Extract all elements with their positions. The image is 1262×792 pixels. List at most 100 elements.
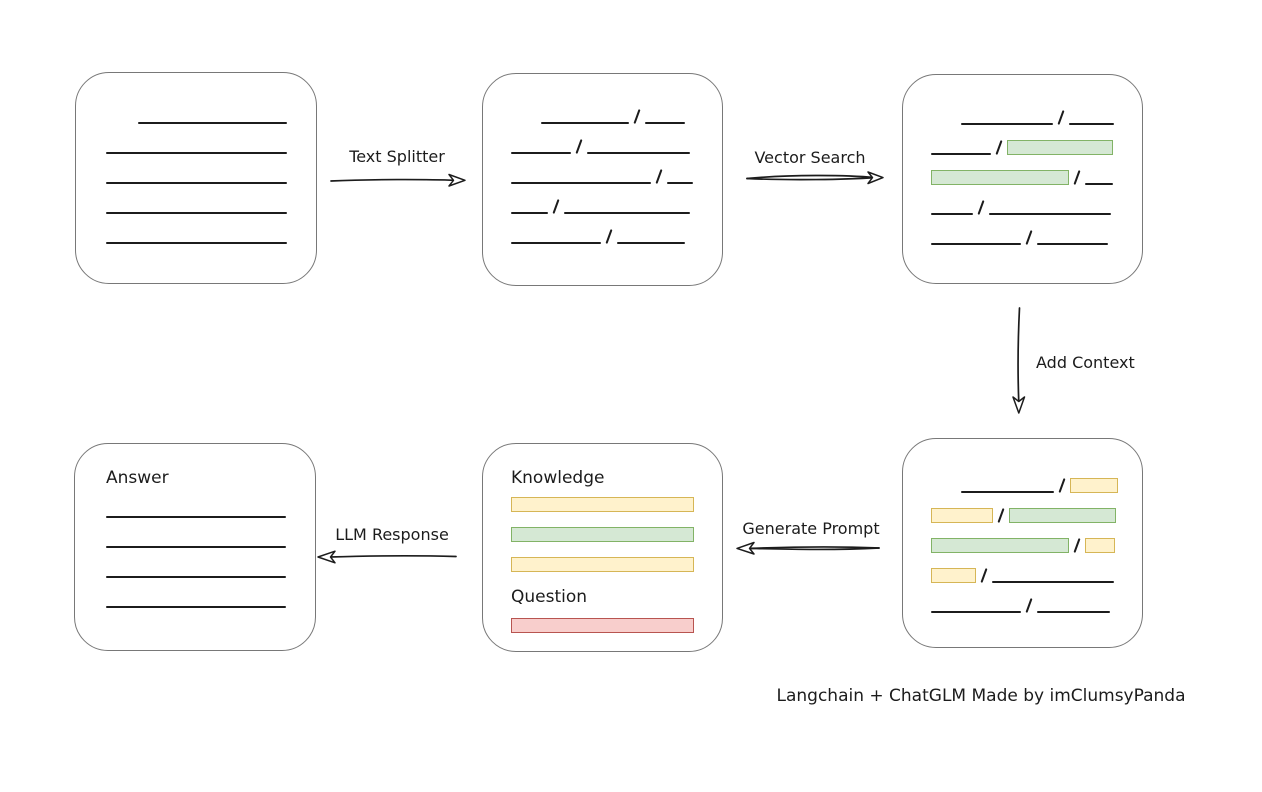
text-line-segment (992, 581, 1114, 583)
text-row (931, 169, 1142, 185)
text-line-segment (511, 212, 548, 214)
highlight-yellow-bar (1070, 478, 1118, 493)
text-line-segment (511, 182, 651, 184)
text-row (931, 537, 1142, 553)
text-line-segment (1037, 243, 1108, 245)
vector-search-label: Vector Search (754, 148, 866, 167)
indent-gap (106, 123, 138, 124)
slash-separator (552, 199, 560, 214)
highlight-green-bar (1007, 140, 1113, 155)
text-row (931, 109, 1142, 125)
answer-label: Answer (106, 468, 169, 488)
text-line-segment (931, 213, 973, 215)
text-row (511, 556, 722, 572)
credit-text: Langchain + ChatGLM Made by imClumsyPand… (776, 686, 1186, 706)
answer-box: Answer (74, 443, 316, 651)
text-splitter-label: Text Splitter (349, 147, 445, 166)
add-context-arrow-icon (1012, 307, 1026, 414)
question-label: Question (511, 587, 588, 607)
text-row (511, 617, 722, 633)
text-line-segment (511, 242, 601, 244)
slash-separator (655, 169, 663, 184)
text-splitter-arrow-icon (330, 173, 466, 187)
text-row (511, 526, 722, 542)
text-row (106, 592, 315, 608)
highlight-yellow-bar (511, 557, 694, 572)
text-row (106, 198, 316, 214)
text-line-segment (989, 213, 1111, 215)
search-result-lines (931, 109, 1142, 245)
text-row (931, 597, 1142, 613)
text-line-segment (138, 122, 287, 124)
text-line-segment (961, 123, 1053, 125)
slash-separator (995, 140, 1003, 155)
text-line-segment (106, 576, 286, 578)
text-row (511, 228, 722, 244)
text-line-segment (106, 152, 287, 154)
text-row (931, 477, 1142, 493)
text-row (931, 229, 1142, 245)
text-line-segment (106, 606, 286, 608)
highlight-green-bar (1009, 508, 1116, 523)
text-line-segment (617, 242, 685, 244)
prompt-box: Knowledge Question (482, 443, 723, 652)
indent-gap (511, 123, 541, 124)
text-line-segment (106, 182, 287, 184)
slash-separator (1058, 478, 1066, 493)
text-line-segment (106, 516, 286, 518)
indent-gap (931, 124, 961, 125)
highlight-red-bar (511, 618, 694, 633)
text-line-segment (541, 122, 629, 124)
context-chunks-box (902, 438, 1143, 648)
generate-prompt-label: Generate Prompt (742, 519, 880, 538)
context-lines (931, 477, 1142, 613)
text-row (931, 567, 1142, 583)
slash-separator (1025, 598, 1033, 613)
source-document-box (75, 72, 317, 284)
slash-separator (980, 568, 988, 583)
highlight-green-bar (931, 170, 1069, 185)
text-line-segment (587, 152, 690, 154)
highlight-yellow-bar (511, 497, 694, 512)
text-row (106, 108, 316, 124)
slash-separator (1057, 110, 1065, 125)
answer-lines (106, 502, 315, 608)
slash-separator (997, 508, 1005, 523)
llm-response-arrow-icon (317, 550, 457, 564)
highlight-yellow-bar (1085, 538, 1115, 553)
text-line-segment (931, 611, 1021, 613)
text-row (511, 108, 722, 124)
slash-separator (1073, 170, 1081, 185)
text-line-segment (1085, 183, 1113, 185)
question-bars (511, 617, 722, 633)
slash-separator (575, 139, 583, 154)
text-line-segment (961, 491, 1054, 493)
text-row (511, 198, 722, 214)
text-row (106, 138, 316, 154)
knowledge-label: Knowledge (511, 468, 605, 488)
text-line-segment (1069, 123, 1114, 125)
text-line-segment (667, 182, 693, 184)
text-line-segment (106, 242, 287, 244)
split-text-box (482, 73, 723, 286)
text-row (931, 139, 1142, 155)
indent-gap (931, 492, 961, 493)
highlight-yellow-bar (931, 568, 976, 583)
text-row (511, 138, 722, 154)
slash-separator (633, 109, 641, 124)
text-row (106, 562, 315, 578)
text-row (106, 532, 315, 548)
text-row (511, 496, 722, 512)
slash-separator (1025, 230, 1033, 245)
text-line-segment (564, 212, 690, 214)
text-line-segment (1037, 611, 1110, 613)
split-text-lines (511, 108, 722, 244)
text-line-segment (645, 122, 685, 124)
text-row (931, 507, 1142, 523)
vector-search-arrow-icon (746, 171, 884, 185)
text-row (931, 199, 1142, 215)
text-line-segment (931, 153, 991, 155)
slash-separator (1073, 538, 1081, 553)
generate-prompt-arrow-icon (736, 541, 880, 555)
